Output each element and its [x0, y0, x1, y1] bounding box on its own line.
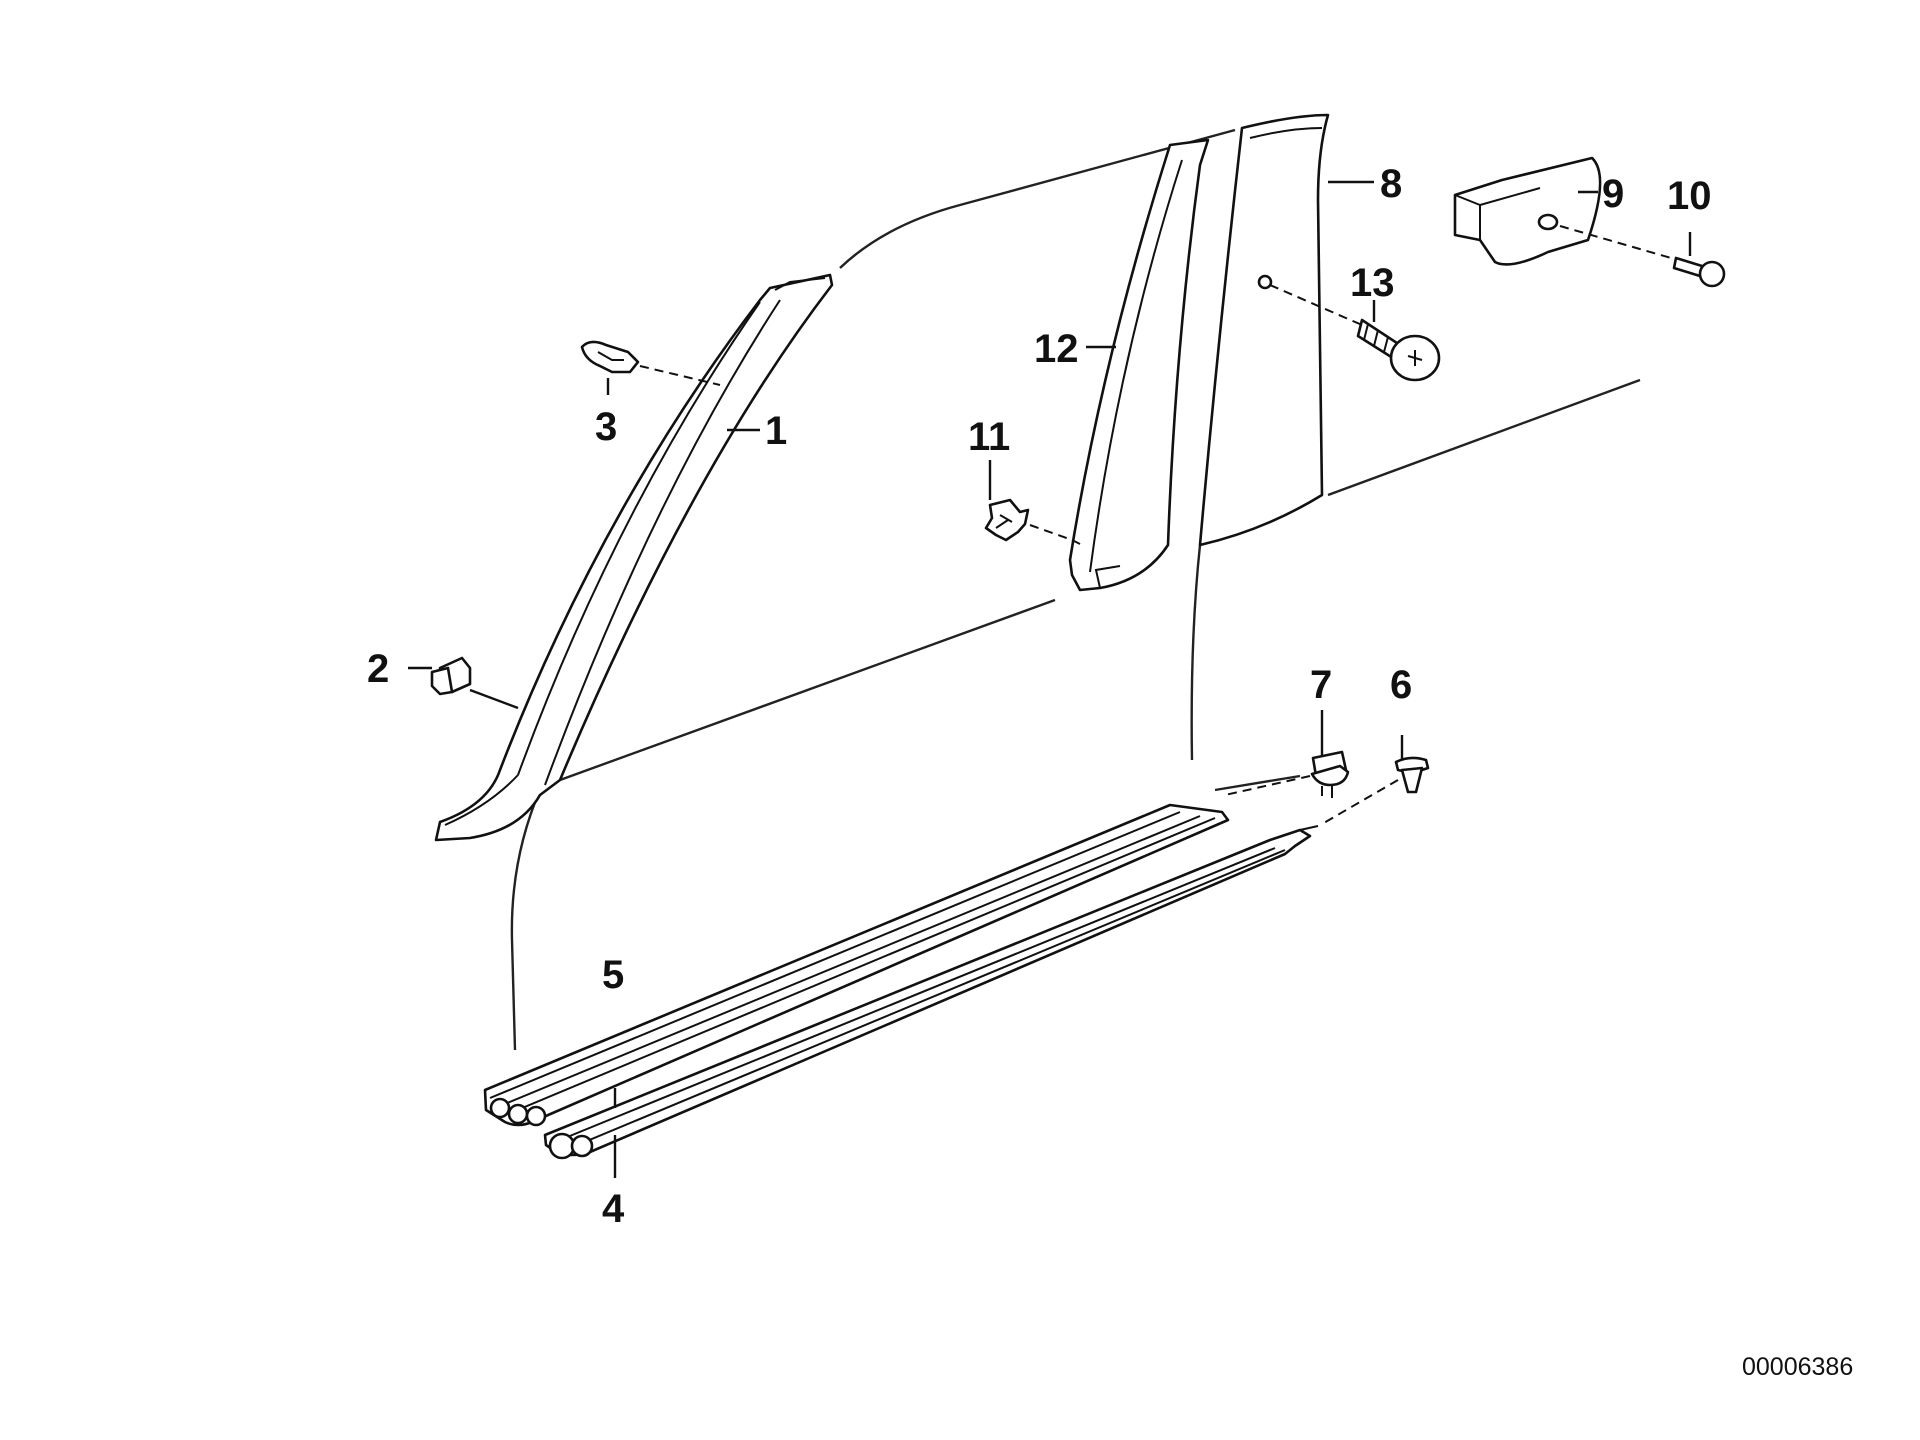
body-outline: [510, 128, 1641, 1051]
b-pillar-trim: [1198, 113, 1330, 547]
callout-12: 12: [1034, 327, 1079, 371]
callout-13: 13: [1350, 261, 1395, 305]
callout-6: 6: [1390, 663, 1412, 707]
a-pillar-trim: [434, 273, 834, 842]
callout-7: 7: [1310, 663, 1332, 707]
screw-part-13: [1269, 284, 1441, 382]
callout-8: 8: [1380, 162, 1402, 206]
screw-part-10: [1559, 225, 1726, 288]
callout-3: 3: [595, 405, 617, 449]
clip-part-2: [430, 656, 519, 710]
clip-part-11: [984, 498, 1081, 545]
sill-strip-part-4: [543, 825, 1319, 1160]
clip-part-7: [1224, 750, 1350, 798]
callout-5: 5: [602, 953, 624, 997]
callout-9: 9: [1602, 172, 1624, 216]
document-id: 00006386: [1742, 1353, 1853, 1381]
callout-4: 4: [602, 1187, 625, 1231]
b-pillar-strip: [1068, 138, 1210, 592]
callout-1: 1: [765, 409, 787, 453]
callout-labels: 1 2 3 4 5 6 7 8 9 10 11 12 13: [367, 162, 1712, 1231]
sill-strip-part-5: [483, 803, 1230, 1127]
callout-leaders: [408, 180, 1692, 1178]
callout-10: 10: [1667, 174, 1712, 218]
clip-part-3: [580, 340, 721, 386]
bracket-part-9: [1453, 156, 1602, 266]
callout-2: 2: [367, 647, 389, 691]
clip-part-6: [1321, 756, 1430, 825]
callout-11: 11: [968, 415, 1010, 459]
